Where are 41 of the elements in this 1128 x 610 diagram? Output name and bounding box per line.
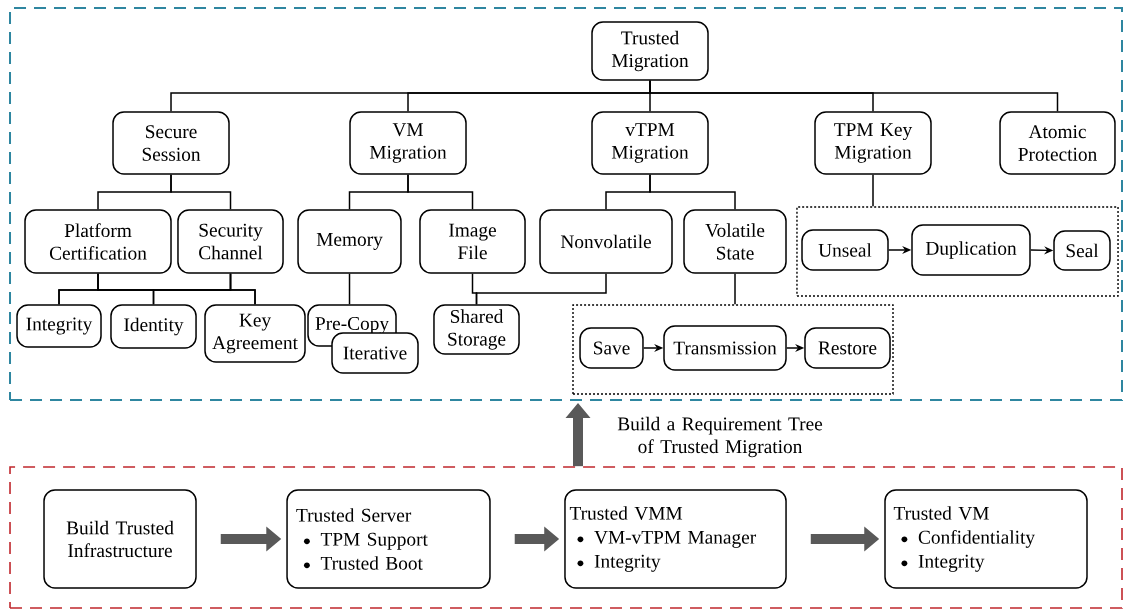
connector-line (170, 174, 232, 211)
rounded-box: Seal (1053, 230, 1111, 271)
rounded-box: Iterative (331, 332, 419, 374)
rounded-box: TPM Key Migration (814, 111, 932, 175)
rounded-box: vTPM Migration (591, 111, 709, 175)
component-box: Trusted VM Confidentiality Integrity (884, 489, 1088, 589)
rounded-box: Security Channel (177, 209, 284, 274)
rounded-box: Integrity (16, 304, 102, 348)
connector-line (229, 272, 256, 305)
connector-line (407, 174, 474, 211)
rounded-box: Memory (297, 209, 402, 274)
component-box: Build Trusted Infrastructure (43, 489, 197, 589)
dashed-frame (9, 7, 1123, 401)
rounded-box: Shared Storage (433, 304, 520, 355)
rounded-box: Key Agreement (204, 304, 306, 363)
rounded-box: Unseal (801, 229, 889, 271)
dotted-frame (796, 206, 1119, 297)
rounded-box: VM Migration (349, 111, 467, 175)
rounded-box: Save (579, 327, 644, 369)
rounded-box: Volatile State (683, 209, 787, 274)
dashed-frame (9, 466, 1123, 609)
note-text: Build a Requirement Tree of Trusted Migration (617, 416, 823, 458)
connector-line (475, 272, 607, 305)
rounded-box: Trusted Migration (591, 21, 709, 81)
rounded-box: Identity (110, 304, 197, 349)
connector-line (649, 80, 1059, 112)
component-box: Trusted VMM VM-vTPM Manager Integrity (564, 489, 787, 589)
rounded-box: Secure Session (112, 111, 230, 175)
connector-line (734, 272, 736, 305)
dotted-frame (572, 304, 894, 395)
connector-line (649, 174, 736, 211)
rounded-box: Duplication (911, 224, 1031, 276)
rounded-box: Restore (804, 327, 891, 369)
component-box: Trusted Server TPM Support Trusted Boot (286, 489, 491, 589)
connector-line (348, 272, 351, 305)
rounded-box: Nonvolatile (539, 209, 673, 274)
rounded-box: Atomic Protection (999, 111, 1116, 175)
rounded-box: Image File (419, 209, 526, 274)
rounded-box: Platform Certification (24, 209, 172, 274)
rounded-box: Transmission (663, 325, 787, 371)
connector-line (872, 174, 874, 207)
